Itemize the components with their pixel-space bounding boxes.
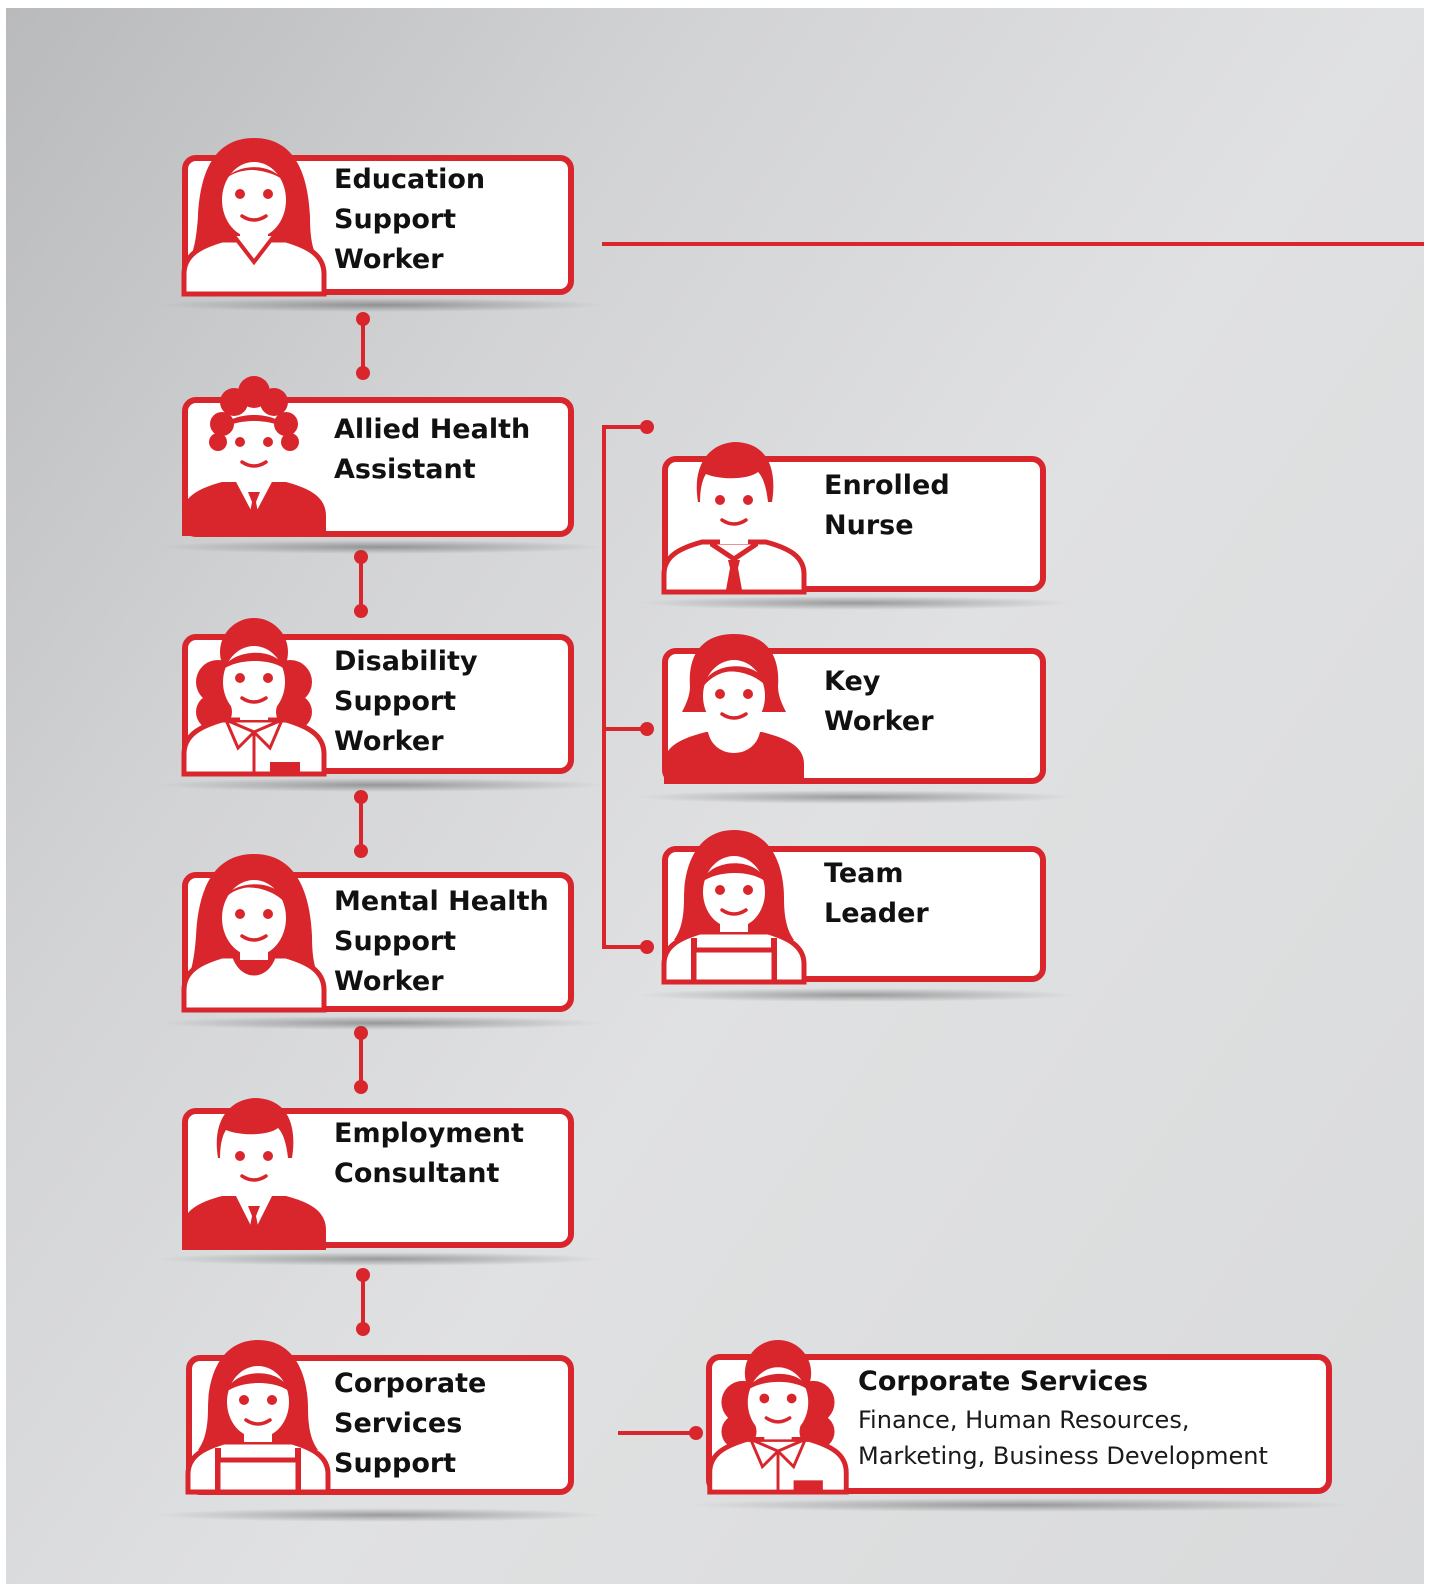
role-label-corporate-services-support: Corporate Services Support bbox=[334, 1364, 486, 1484]
woman-long-hair-icon bbox=[181, 852, 327, 1013]
connector-dot bbox=[356, 312, 370, 326]
role-label-line: Consultant bbox=[334, 1158, 500, 1189]
role-label-line: Support bbox=[334, 686, 457, 717]
connector-4-5 bbox=[359, 1034, 363, 1086]
connector-2-3 bbox=[359, 558, 363, 610]
connector-dot bbox=[356, 1268, 370, 1282]
connector-dot bbox=[356, 366, 370, 380]
connector-dot bbox=[354, 790, 368, 804]
card-shadow bbox=[156, 1016, 606, 1030]
role-label-line: Services bbox=[334, 1408, 463, 1439]
man-shirt-tie-icon bbox=[661, 438, 807, 595]
card-shadow bbox=[636, 596, 1076, 610]
card-shadow bbox=[156, 778, 606, 792]
role-label-line: Corporate bbox=[334, 1368, 487, 1399]
role-label-team-leader: Team Leader bbox=[824, 854, 929, 934]
man-curly-hair-suit-icon bbox=[182, 374, 326, 538]
woman-apron-icon bbox=[661, 828, 807, 985]
top-horizontal-connector bbox=[602, 242, 1424, 246]
bracket-middle bbox=[602, 727, 648, 731]
role-label-line: Support bbox=[334, 1448, 457, 1479]
woman-long-hair-vneck-icon bbox=[181, 136, 327, 297]
connector-dot bbox=[356, 1322, 370, 1336]
role-label-enrolled-nurse: Enrolled Nurse bbox=[824, 466, 950, 546]
bracket-top bbox=[602, 425, 648, 429]
card-shadow bbox=[156, 540, 606, 554]
role-label-disability-support-worker: Disability Support Worker bbox=[334, 642, 478, 762]
role-label-line: Assistant bbox=[334, 454, 476, 485]
card-shadow bbox=[156, 1508, 606, 1522]
man-suit-tie-icon bbox=[182, 1092, 326, 1252]
role-label-line: Nurse bbox=[824, 510, 914, 541]
connector-3-4 bbox=[359, 798, 363, 850]
corporate-horizontal-connector bbox=[618, 1431, 696, 1435]
corporate-services-title: Corporate Services bbox=[858, 1362, 1148, 1402]
bracket-vertical bbox=[602, 425, 606, 949]
role-label-line: Support bbox=[334, 204, 457, 235]
role-label-line: Mental Health bbox=[334, 886, 549, 917]
card-shadow bbox=[636, 790, 1076, 804]
woman-curly-hair-collar-icon bbox=[706, 1338, 850, 1495]
connector-dot bbox=[354, 604, 368, 618]
role-label-line: Education bbox=[334, 164, 486, 195]
card-shadow bbox=[636, 988, 1076, 1002]
connector-1-2 bbox=[361, 320, 365, 372]
woman-apron-icon bbox=[185, 1338, 331, 1495]
connector-dot bbox=[354, 1026, 368, 1040]
woman-bob-hair-icon bbox=[662, 630, 806, 786]
role-label-line: Worker bbox=[334, 244, 444, 275]
role-label-line: Team bbox=[824, 858, 904, 889]
role-label-mental-health-support-worker: Mental Health Support Worker bbox=[334, 882, 549, 1002]
role-label-line: Worker bbox=[334, 726, 444, 757]
role-label-line: Worker bbox=[334, 966, 444, 997]
role-label-line: Disability bbox=[334, 646, 478, 677]
connector-dot bbox=[640, 940, 654, 954]
corporate-services-description: Finance, Human Resources, Marketing, Bus… bbox=[858, 1402, 1268, 1474]
role-label-line: Enrolled bbox=[824, 470, 950, 501]
role-label-key-worker: Key Worker bbox=[824, 662, 934, 742]
card-shadow bbox=[156, 298, 606, 312]
role-label-line: Key bbox=[824, 666, 881, 697]
connector-dot bbox=[689, 1426, 703, 1440]
role-label-line: Allied Health bbox=[334, 414, 531, 445]
role-label-education-support-worker: Education Support Worker bbox=[334, 160, 485, 280]
role-label-employment-consultant: Employment Consultant bbox=[334, 1114, 524, 1194]
corporate-services-line: Finance, Human Resources, bbox=[858, 1406, 1190, 1434]
org-chart-canvas: Education Support Worker Allied Health A… bbox=[6, 8, 1424, 1584]
role-label-line: Worker bbox=[824, 706, 934, 737]
bracket-bottom bbox=[602, 945, 648, 949]
connector-dot bbox=[354, 550, 368, 564]
role-label-allied-health-assistant: Allied Health Assistant bbox=[334, 410, 530, 490]
connector-dot bbox=[354, 1080, 368, 1094]
role-label-line: Leader bbox=[824, 898, 929, 929]
connector-dot bbox=[640, 722, 654, 736]
corporate-services-line: Marketing, Business Development bbox=[858, 1442, 1268, 1470]
role-label-line: Employment bbox=[334, 1118, 524, 1149]
role-label-line: Support bbox=[334, 926, 457, 957]
connector-dot bbox=[640, 420, 654, 434]
corporate-services-title-text: Corporate Services bbox=[858, 1366, 1149, 1397]
connector-5-6 bbox=[361, 1276, 365, 1328]
card-shadow bbox=[156, 1252, 606, 1266]
connector-dot bbox=[354, 844, 368, 858]
card-shadow bbox=[686, 1498, 1356, 1512]
woman-curly-hair-collar-icon bbox=[181, 616, 327, 777]
